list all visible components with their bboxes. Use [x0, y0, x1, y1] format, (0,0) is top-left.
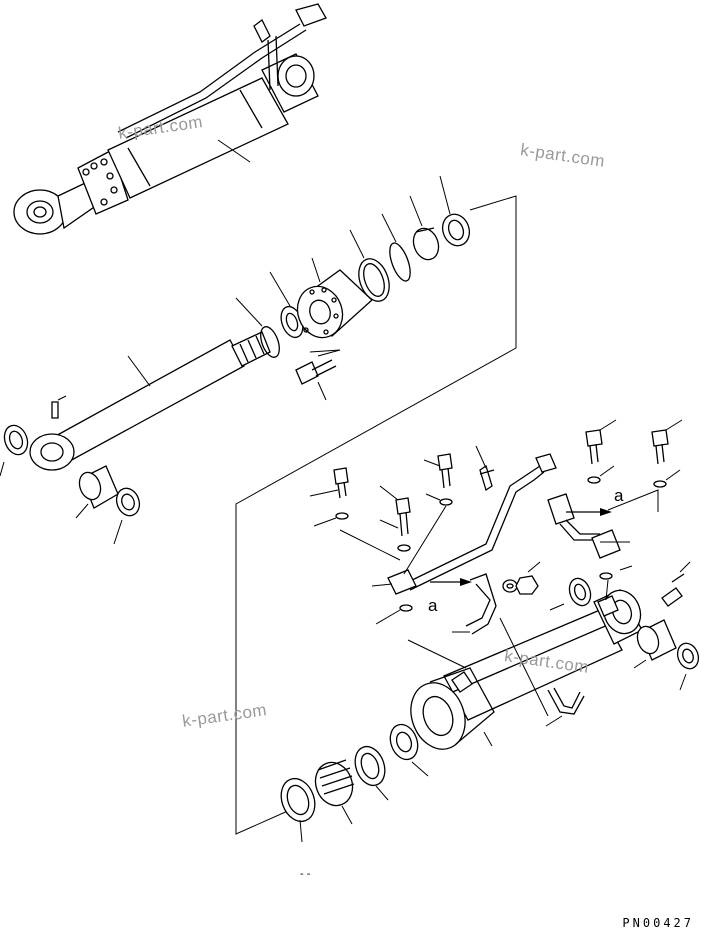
group-outline [235, 195, 517, 835]
dash-mark: - - [300, 868, 311, 880]
assembled-cylinder [13, 3, 327, 235]
drawing-code: PN00427 [622, 916, 694, 930]
callout-a: a [428, 596, 438, 615]
cylinder-tube-assembly [280, 561, 700, 843]
callout-a: a [614, 486, 624, 505]
piston-rod-assembly [0, 175, 471, 545]
piping-and-clamps [309, 419, 683, 727]
